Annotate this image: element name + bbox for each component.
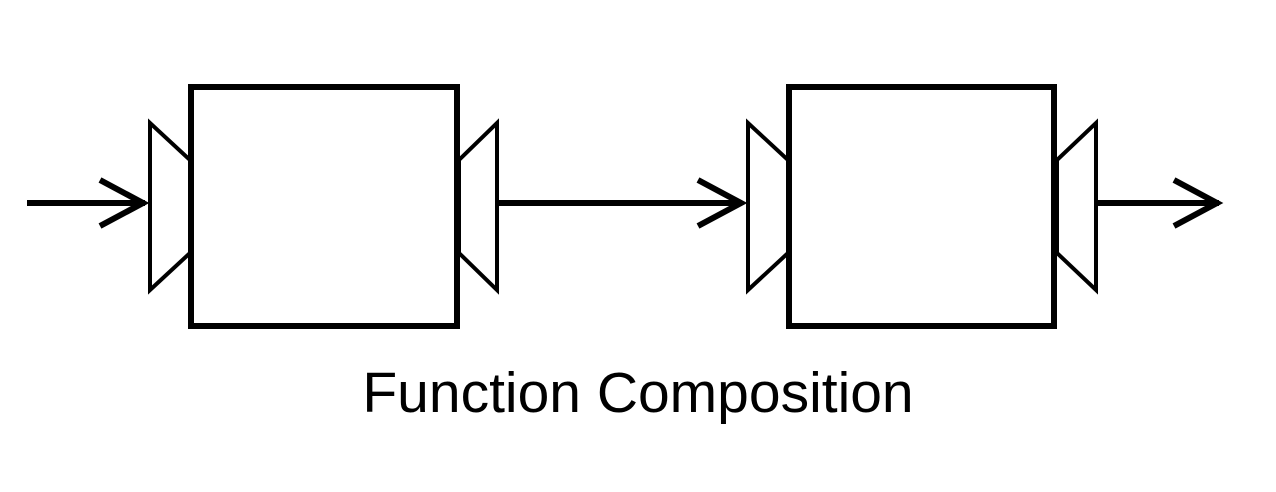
function-box-1-output-port xyxy=(457,118,499,295)
input-arrowhead xyxy=(98,177,150,229)
diagram-caption: Function Composition xyxy=(362,361,914,425)
input-arrow xyxy=(27,177,150,229)
function-box-2-input-port xyxy=(746,118,790,295)
function-box-2-group xyxy=(746,84,1098,329)
function-box-1-group xyxy=(148,84,499,329)
function-box-2-output-port xyxy=(1055,118,1098,295)
output-arrow xyxy=(1096,177,1224,229)
connecting-arrowhead xyxy=(696,177,748,229)
function-box-1 xyxy=(188,84,460,329)
output-arrowhead xyxy=(1172,177,1224,229)
connecting-arrow xyxy=(497,177,748,229)
function-box-2 xyxy=(786,84,1057,329)
function-box-1-input-port xyxy=(148,118,192,295)
